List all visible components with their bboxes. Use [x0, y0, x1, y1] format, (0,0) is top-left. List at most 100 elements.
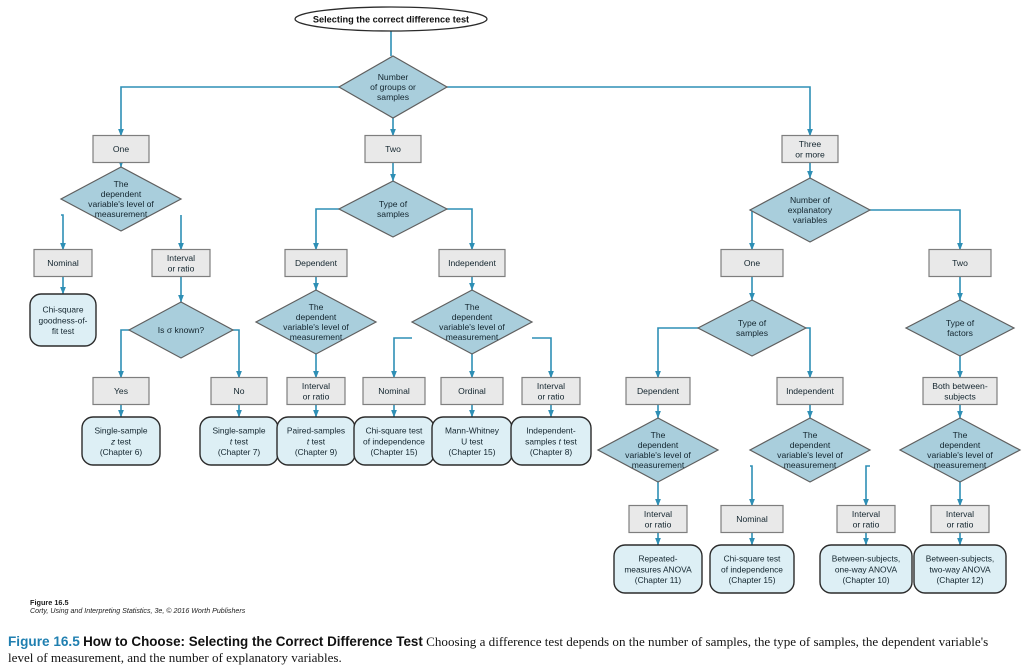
node-label-line: The: [953, 430, 968, 440]
node-label-line: measurement: [934, 460, 987, 470]
node-label-line: Ordinal: [458, 386, 486, 396]
node-label-line: The: [465, 302, 480, 312]
node-label-line: Type of: [379, 199, 408, 209]
node-o_ind3[interactable]: Independent: [776, 376, 844, 406]
figure-credit-source: Corty, Using and Interpreting Statistics…: [30, 607, 246, 615]
node-label-line: or ratio: [538, 391, 565, 401]
node-o_nominal2[interactable]: Nominal: [362, 376, 426, 406]
option-shape: [362, 376, 426, 406]
flowchart-svg: Selecting the correct difference testNum…: [29, 6, 1022, 594]
node-label-line: (Chapter 8): [530, 447, 573, 457]
edge-d_sigma-to-o_no: [233, 329, 242, 379]
node-label-line: goodness-of-: [39, 315, 88, 325]
node-label-line: measurement: [290, 332, 343, 342]
edge-d_typesamples2-to-o_ind2: [447, 208, 475, 251]
node-label-line: (Chapter 11): [635, 575, 682, 585]
node-t_ind_t[interactable]: Independent-samples t test(Chapter 8): [510, 416, 592, 466]
node-label-line: Interval: [852, 509, 880, 519]
node-label-line: Chi-square test: [366, 426, 423, 436]
terminal-shape: [29, 293, 97, 347]
start-shape: [294, 6, 488, 32]
decision-shape: [59, 166, 183, 232]
option-shape: [92, 376, 150, 406]
node-label-line: variable's level of: [625, 450, 691, 460]
node-t_rm_anova[interactable]: Repeated-measures ANOVA(Chapter 11): [613, 544, 703, 594]
caption-figure-number: Figure 16.5: [8, 634, 80, 649]
node-o_dep2[interactable]: Dependent: [284, 248, 348, 278]
edge-d_numgroups-to-o_one: [118, 86, 339, 137]
node-o_bothbetween[interactable]: Both between-subjects: [922, 376, 998, 406]
node-o_ordinal2[interactable]: Ordinal: [440, 376, 504, 406]
node-o_no[interactable]: No: [210, 376, 268, 406]
option-shape: [720, 504, 784, 534]
node-o_one3[interactable]: One: [720, 248, 784, 278]
edge-d_dv2ind-to-o_ivr3: [532, 337, 554, 379]
decision-shape: [748, 417, 872, 483]
node-label-line: dependent: [296, 312, 337, 322]
node-label-line: Interval: [946, 509, 974, 519]
node-label-line: or ratio: [853, 519, 880, 529]
node-label-line: or ratio: [303, 391, 330, 401]
node-t_bs_twoway[interactable]: Between-subjects,two-way ANOVA(Chapter 1…: [913, 544, 1007, 594]
node-label-line: variables: [793, 215, 827, 225]
figure-caption: Figure 16.5 How to Choose: Selecting the…: [8, 634, 1016, 667]
node-label-line: factors: [947, 328, 973, 338]
node-label-line: of independence: [363, 436, 425, 446]
edge-d_typesamples2-to-o_dep2: [313, 208, 339, 251]
node-o_one[interactable]: One: [92, 134, 150, 164]
node-label-line: Type of: [738, 318, 767, 328]
node-o_ind2[interactable]: Independent: [438, 248, 506, 278]
node-label-line: (Chapter 15): [728, 575, 775, 585]
option-shape: [836, 504, 896, 534]
figure-credit-number: Figure 16.5: [30, 598, 69, 607]
node-label-line: Dependent: [295, 258, 338, 268]
node-t_bs_oneway[interactable]: Between-subjects,one-way ANOVA(Chapter 1…: [819, 544, 913, 594]
node-o_dep3[interactable]: Dependent: [625, 376, 691, 406]
decision-shape: [596, 417, 720, 483]
node-o_yes[interactable]: Yes: [92, 376, 150, 406]
node-label-line: The: [803, 430, 818, 440]
node-o_two3[interactable]: Two: [928, 248, 992, 278]
node-label-line: explanatory: [788, 205, 833, 215]
node-o_two[interactable]: Two: [364, 134, 422, 164]
node-label-line: The: [651, 430, 666, 440]
node-label-line: dependent: [940, 440, 981, 450]
terminal-shape: [913, 544, 1007, 594]
node-start[interactable]: Selecting the correct difference test: [294, 6, 488, 32]
node-label-line: or more: [795, 149, 825, 159]
option-shape: [33, 248, 93, 278]
option-shape: [284, 248, 348, 278]
option-shape: [628, 504, 688, 534]
node-o_nominal3[interactable]: Nominal: [720, 504, 784, 534]
node-d_sigma[interactable]: Is σ known?: [127, 301, 235, 359]
node-o_nominal1[interactable]: Nominal: [33, 248, 93, 278]
node-label-line: (Chapter 10): [842, 575, 889, 585]
node-label-line: of groups or: [370, 82, 416, 92]
node-label-line: variable's level of: [777, 450, 843, 460]
